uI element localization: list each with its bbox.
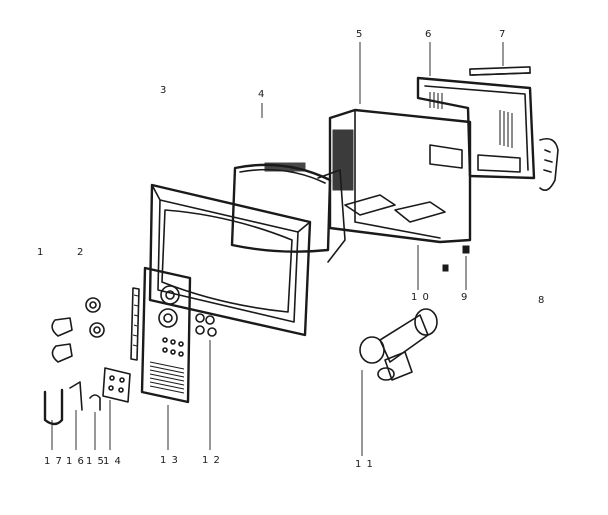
callout-11: 1 1 (355, 459, 374, 470)
part-4-picture-tube (230, 162, 346, 263)
part-17-u-bracket (43, 388, 64, 426)
part-14-plate (102, 367, 131, 403)
part-7-rod (469, 66, 531, 76)
callout-9: 9 (461, 292, 469, 303)
callout-7: 7 (499, 29, 507, 40)
callout-2: 2 (77, 247, 85, 258)
callout-13: 1 3 (160, 455, 179, 466)
callout-6: 6 (425, 29, 433, 40)
side-rail (130, 287, 140, 361)
callout-1: 1 (37, 247, 45, 258)
part-3-front-bezel (148, 183, 312, 337)
part-12-knobs (195, 313, 217, 337)
callout-4: 4 (258, 89, 266, 100)
callout-12: 1 2 (202, 455, 221, 466)
callout-16: 1 6 (66, 456, 85, 467)
part-16-bracket (69, 381, 83, 411)
leader-lines (51, 42, 504, 456)
part-13-control-panel (140, 266, 192, 404)
part-2-knobs (51, 297, 105, 363)
callout-15: 1 5 (86, 456, 105, 467)
part-5-cabinet (328, 108, 472, 244)
part-8-clip (539, 137, 559, 191)
small-nut (442, 264, 449, 272)
callout-10: 1 0 (411, 292, 430, 303)
part-15-hook (89, 394, 101, 411)
callout-8: 8 (538, 295, 546, 306)
callout-3: 3 (160, 85, 168, 96)
part-11-yoke (359, 308, 438, 381)
part-9-screw (462, 245, 470, 254)
callout-17: 1 7 (44, 456, 63, 467)
part-6-back-cover (416, 76, 536, 180)
callout-14: 1 4 (103, 456, 122, 467)
callout-5: 5 (356, 29, 364, 40)
